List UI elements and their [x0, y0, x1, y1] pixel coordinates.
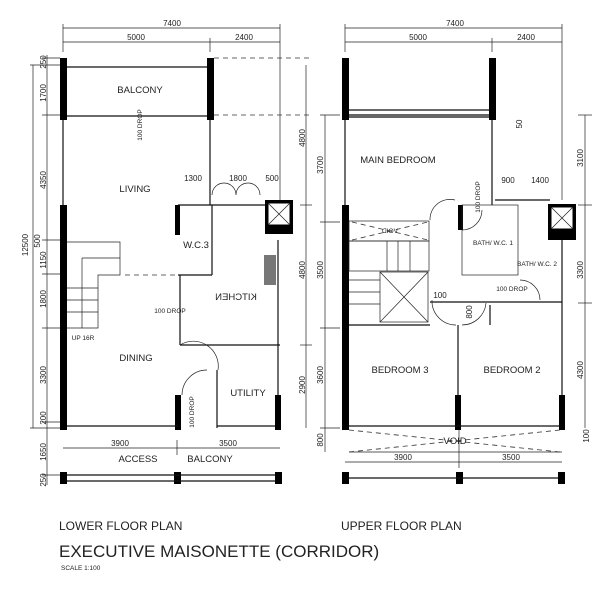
- void-bottom: VOID: [443, 436, 466, 447]
- dim-2900: 2900: [298, 376, 307, 394]
- area-access: ACCESS: [118, 454, 157, 465]
- drawing-title: EXECUTIVE MAISONETTE (CORRIDOR): [59, 542, 379, 561]
- dim-upper-5000: 5000: [409, 33, 427, 42]
- lower-right-dimensions: 4800 4800 2900: [298, 65, 312, 428]
- note-drop-balcony: 100 DROP: [137, 109, 144, 140]
- note-drop-bath: 100 DROP: [475, 181, 482, 212]
- upper-top-dimensions: 7400 5000 2400: [344, 19, 563, 200]
- dim-250: 250: [39, 55, 48, 69]
- room-wc3: W.C.3: [183, 240, 209, 251]
- dim-800-door: 800: [465, 305, 474, 319]
- note-drop-entry: 100 DROP: [189, 396, 196, 427]
- dim-12500: 12500: [21, 233, 30, 256]
- dim-900: 900: [501, 176, 515, 185]
- dim-lower-7400: 7400: [163, 19, 181, 28]
- dim-lower-2400: 2400: [235, 33, 253, 42]
- room-balcony: BALCONY: [117, 85, 163, 96]
- room-dining: DINING: [119, 353, 152, 364]
- dim-500-inner: 500: [265, 174, 279, 183]
- dim-50: 50: [515, 119, 524, 128]
- lower-floor-plan: 7400 5000 2400 250 1700 4350 12500 500 1…: [21, 19, 312, 487]
- area-balcony-bottom: BALCONY: [187, 454, 233, 465]
- room-bedroom2: BEDROOM 2: [483, 365, 540, 376]
- dim-3600: 3600: [316, 366, 325, 384]
- note-drop-bath2: 100 DROP: [496, 286, 527, 293]
- dim-lower-5000: 5000: [127, 33, 145, 42]
- room-utility: UTILITY: [230, 388, 266, 399]
- dim-100-right: 100: [582, 429, 591, 443]
- dim-3300: 3300: [39, 366, 48, 384]
- upper-left-dimensions: 3700 3500 3600 800: [316, 114, 340, 452]
- dim-1800: 1800: [39, 290, 48, 308]
- lower-stairs: [67, 241, 178, 329]
- dim-3500: 3500: [219, 439, 237, 448]
- room-main-bedroom: MAIN BEDROOM: [360, 155, 436, 166]
- dim-1800-inner: 1800: [229, 174, 247, 183]
- dim-100-landing: 100: [433, 291, 447, 300]
- dim-1150: 1150: [39, 251, 48, 269]
- scale-note: SCALE 1:100: [61, 565, 101, 572]
- note-stairs: UP 16R: [72, 335, 95, 342]
- room-bedroom3: BEDROOM 3: [371, 365, 428, 376]
- lower-walls: [60, 57, 310, 484]
- dim-1300: 1300: [184, 174, 202, 183]
- dim-4800-a: 4800: [298, 129, 307, 147]
- dim-4800-b: 4800: [298, 261, 307, 279]
- lower-left-dimensions: 250 1700 4350 12500 500 1150 1800 3300 2…: [21, 55, 60, 487]
- upper-floor-plan: 7400 5000 2400 3700 3500 3600 800 50 310…: [316, 19, 592, 484]
- dim-3100: 3100: [576, 149, 585, 167]
- dim-1650: 1650: [39, 443, 48, 461]
- dim-3900: 3900: [111, 439, 129, 448]
- dim-3500-left: 3500: [316, 261, 325, 279]
- upper-plan-title: UPPER FLOOR PLAN: [341, 519, 462, 533]
- dim-500: 500: [33, 234, 42, 248]
- room-living: LIVING: [119, 184, 150, 195]
- dim-upper-2400: 2400: [517, 33, 535, 42]
- room-bath1: BATH/ W.C. 1: [473, 240, 513, 247]
- dim-1400: 1400: [531, 176, 549, 185]
- dim-200: 200: [39, 411, 48, 425]
- upper-right-dimensions: 50 3100 3300 4300 100: [515, 114, 592, 443]
- dim-4350: 4350: [39, 171, 48, 189]
- dim-250-bottom: 250: [39, 473, 48, 487]
- dim-3300: 3300: [576, 261, 585, 279]
- lower-plan-title: LOWER FLOOR PLAN: [59, 519, 182, 533]
- dim-upper-7400: 7400: [446, 19, 464, 28]
- dim-upper-3500: 3500: [502, 453, 520, 462]
- room-kitchen: KITCHEN: [215, 292, 257, 303]
- dim-4300: 4300: [576, 361, 585, 379]
- lower-top-dimensions: 7400 5000 2400: [62, 19, 281, 200]
- void-top: VOID: [382, 228, 398, 235]
- dim-1700: 1700: [39, 84, 48, 102]
- room-bath2: BATH/ W.C. 2: [517, 261, 557, 268]
- dim-800-left: 800: [316, 433, 325, 447]
- dim-upper-3900: 3900: [394, 453, 412, 462]
- dim-3700: 3700: [316, 156, 325, 174]
- upper-walls: [342, 58, 576, 484]
- note-drop-kitchen: 100 DROP: [154, 308, 185, 315]
